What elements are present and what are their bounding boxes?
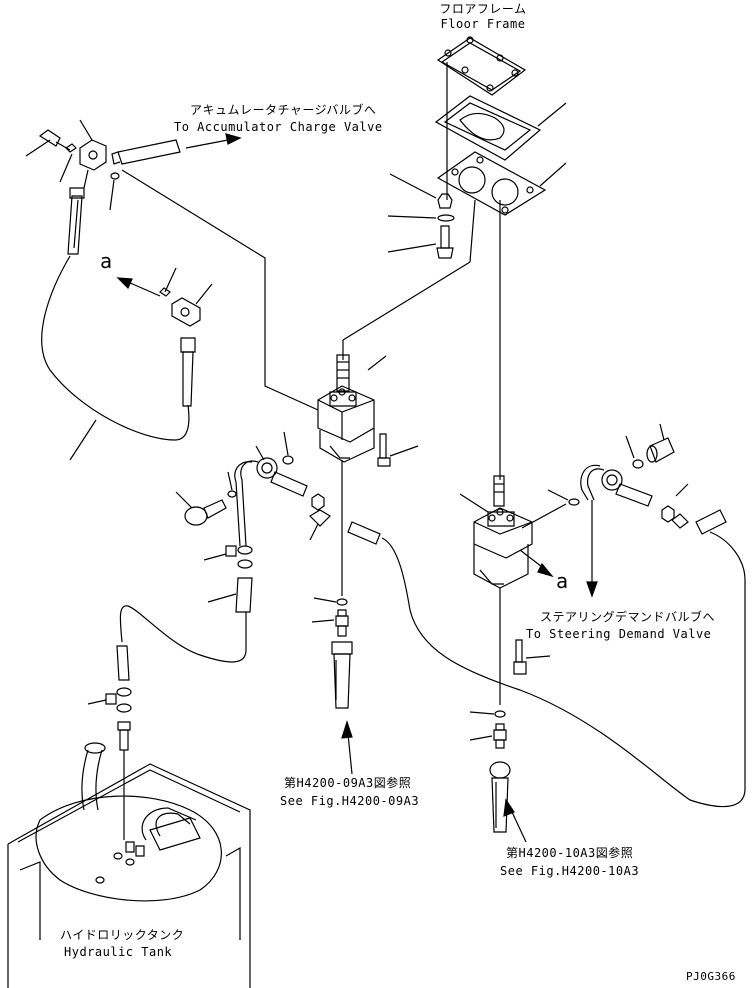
floor-frame-plate <box>436 96 566 160</box>
o-ring-top-left <box>110 173 119 210</box>
ref-09a3-en-label: See Fig.H4200-09A3 <box>280 794 420 808</box>
hose-center-lower <box>332 642 352 708</box>
plug-left <box>160 268 176 296</box>
nut-center <box>310 494 330 540</box>
nut-right <box>662 484 688 528</box>
banjo-bolt-top-left <box>26 130 70 156</box>
washer-top-left <box>60 144 76 182</box>
arrow-to-steering-demand <box>587 582 597 596</box>
marker-a-right-arrow <box>520 550 552 576</box>
o-ring-center-lower <box>314 598 347 605</box>
hose-to-accumulator <box>112 140 180 164</box>
tube-center-left <box>235 461 258 546</box>
ref-10a3-en-label: See Fig.H4200-10A3 <box>500 864 640 878</box>
hose-center-right <box>348 522 380 544</box>
arrow-ref-10a3 <box>504 800 526 842</box>
tube-right <box>581 465 604 582</box>
o-ring-right-top <box>626 436 643 468</box>
hose-loop-right <box>382 532 745 807</box>
o-ring-right-left <box>548 490 579 505</box>
swivel-fitting-right <box>602 470 652 506</box>
hose-loop-center <box>120 606 246 662</box>
elbow-fitting-top-left <box>80 120 106 188</box>
hose-fitting-right <box>696 510 726 534</box>
plate-nut <box>390 174 452 208</box>
hydraulic-tank <box>8 743 250 988</box>
hose-fitting-left-mid <box>181 338 195 406</box>
hose-tank-left <box>117 646 129 680</box>
clamp-tank-left <box>88 688 131 712</box>
marker-a-left-label: a <box>100 249 113 273</box>
hose-right-lower <box>490 762 510 832</box>
hose-left-vertical <box>68 188 84 254</box>
marker-a-left-arrow <box>118 278 160 296</box>
ref-10a3-jp-label: 第H4200-10A3図参照 <box>506 846 634 860</box>
tank-jp-label: ハイドロリックタンク <box>60 928 185 942</box>
nipple-tank-left <box>118 722 130 840</box>
steering-valve-center <box>318 355 386 596</box>
floor-frame-en-label: Floor Frame <box>440 17 526 31</box>
banjo-bolt-right <box>647 424 674 462</box>
arrow-to-accumulator <box>186 134 240 148</box>
tank-en-label: Hydraulic Tank <box>64 945 173 959</box>
hose-center-left <box>208 578 252 612</box>
drawing-number: PJ0G366 <box>686 970 736 983</box>
steering-valve-right <box>460 476 566 705</box>
steering-en-label: To Steering Demand Valve <box>526 627 712 641</box>
elbow-fitting-left-mid <box>172 284 212 326</box>
arrow-ref-09a3 <box>342 722 352 774</box>
plate-washer <box>388 215 454 221</box>
valve-bolt-right <box>514 640 550 674</box>
o-ring-center-left <box>228 472 236 497</box>
nipple-center-lower <box>312 610 348 636</box>
swivel-fitting-center <box>256 446 307 496</box>
clamp-center-left <box>204 546 252 568</box>
banjo-bolt-center-left <box>176 492 226 525</box>
valve-bolt-center <box>378 434 418 466</box>
marker-a-right-label: a <box>556 569 569 593</box>
floor-frame-cover <box>438 37 525 95</box>
plate-bolt <box>388 226 453 258</box>
floor-frame-jp-label: フロアフレーム <box>439 2 527 16</box>
steering-jp-label: ステアリングデマンドバルブへ <box>540 610 716 624</box>
accumulator-jp-label: アキュムレータチャージバルブへ <box>190 103 377 117</box>
ref-09a3-jp-label: 第H4200-09A3図参照 <box>284 776 412 790</box>
nipple-right-lower <box>470 724 506 748</box>
hose-loop-left <box>42 256 189 440</box>
o-ring-right-lower <box>470 711 505 717</box>
o-ring-center <box>283 432 293 464</box>
floor-frame-gasket <box>438 152 566 215</box>
accumulator-en-label: To Accumulator Charge Valve <box>174 120 383 134</box>
